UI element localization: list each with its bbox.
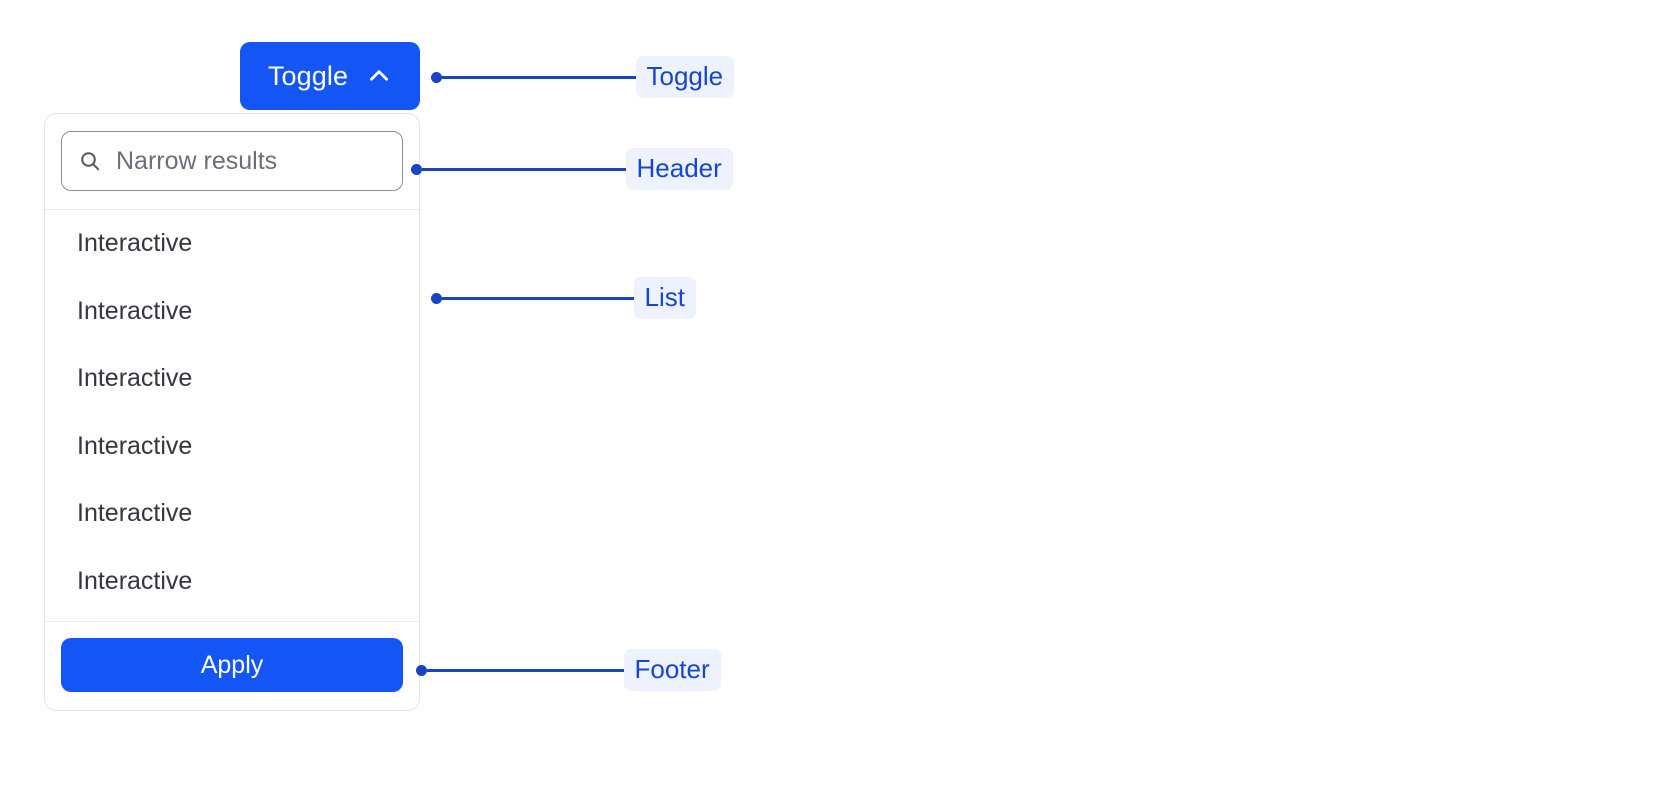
- list-item-label: Interactive: [77, 364, 193, 393]
- annotation-leader-line: [421, 167, 626, 171]
- list-item-label: Interactive: [77, 431, 193, 460]
- apply-button-label: Apply: [200, 650, 264, 679]
- annotation-dot-icon: [430, 71, 442, 83]
- annotation-label: List: [633, 277, 696, 319]
- annotation-label: Header: [625, 148, 733, 190]
- chevron-up-icon: [366, 63, 392, 89]
- dropdown-panel: Interactive Interactive Interactive Inte…: [44, 113, 420, 711]
- toggle-button[interactable]: Toggle: [240, 42, 420, 110]
- dropdown-footer: Apply: [45, 621, 419, 710]
- annotation-dot-icon: [430, 292, 442, 304]
- toggle-button-label: Toggle: [267, 60, 349, 91]
- list-item[interactable]: Interactive: [45, 278, 419, 346]
- list-item[interactable]: Interactive: [45, 480, 419, 548]
- list-item-label: Interactive: [77, 296, 193, 325]
- annotation-dot-icon: [415, 664, 427, 676]
- annotation-label: Footer: [623, 649, 721, 691]
- annotation-leader-line: [441, 296, 634, 300]
- dropdown-list: Interactive Interactive Interactive Inte…: [45, 210, 419, 621]
- search-field[interactable]: [61, 131, 403, 191]
- list-item-label: Interactive: [77, 499, 193, 528]
- search-icon: [78, 149, 102, 173]
- dropdown-header: [45, 114, 419, 210]
- list-item[interactable]: Interactive: [45, 413, 419, 481]
- annotation-dot-icon: [410, 163, 422, 175]
- list-item[interactable]: Interactive: [45, 210, 419, 278]
- list-item-label: Interactive: [77, 566, 193, 595]
- list-item-label: Interactive: [77, 229, 193, 258]
- annotation-leader-line: [426, 668, 624, 672]
- list-item[interactable]: Interactive: [45, 345, 419, 413]
- annotation-leader-line: [441, 75, 636, 79]
- list-item[interactable]: Interactive: [45, 548, 419, 616]
- search-input[interactable]: [116, 146, 386, 176]
- annotation-label: Toggle: [635, 56, 735, 98]
- apply-button[interactable]: Apply: [61, 638, 403, 692]
